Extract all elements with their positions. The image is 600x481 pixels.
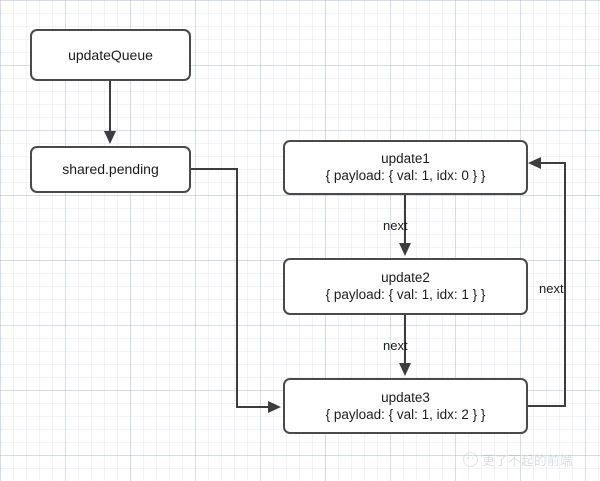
edge-label-next-update1-update2: next [383, 218, 408, 233]
node-update1-payload: { payload: { val: 1, idx: 0 } } [325, 168, 486, 183]
node-shared-pending[interactable]: shared.pending [30, 146, 191, 193]
node-update1-title: update1 [381, 151, 430, 166]
node-shared-pending-label: shared.pending [62, 161, 159, 177]
edge-label-next-update2-update3: next [383, 338, 408, 353]
watermark-text: 更了不起的前端 [482, 454, 574, 468]
node-update3-title: update3 [381, 389, 430, 405]
node-update2-payload: { payload: { val: 1, idx: 1 } } [325, 287, 486, 302]
connector-updatequeue-to-sharedpending [104, 81, 116, 144]
edge-label-next-update3-update1: next [539, 281, 564, 296]
connector-sharedpending-to-update3 [191, 168, 281, 413]
watermark: 更了不起的前端 [463, 450, 573, 469]
node-update3[interactable]: update3 { payload: { val: 1, idx: 2 } } [283, 378, 528, 434]
node-update3-payload: { payload: { val: 1, idx: 2 } } [325, 406, 486, 422]
node-update2-title: update2 [381, 270, 430, 285]
node-update-queue-label: updateQueue [68, 46, 153, 63]
node-update1[interactable]: update1 { payload: { val: 1, idx: 0 } } [283, 140, 528, 195]
node-update2[interactable]: update2 { payload: { val: 1, idx: 1 } } [283, 258, 528, 315]
smiley-icon [463, 452, 478, 467]
node-update-queue[interactable]: updateQueue [30, 29, 191, 81]
